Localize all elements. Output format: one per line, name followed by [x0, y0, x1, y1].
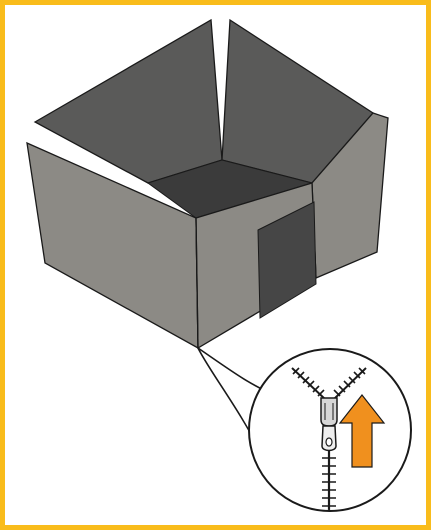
box-icon: [26, 18, 389, 350]
zipper-slider: [320, 397, 338, 427]
zipper-icon: [291, 367, 367, 510]
zipper-detail-callout: [248, 348, 412, 512]
up-arrow-icon: [338, 394, 386, 468]
box-right-flap: [311, 112, 389, 279]
door-opening: [257, 201, 317, 319]
